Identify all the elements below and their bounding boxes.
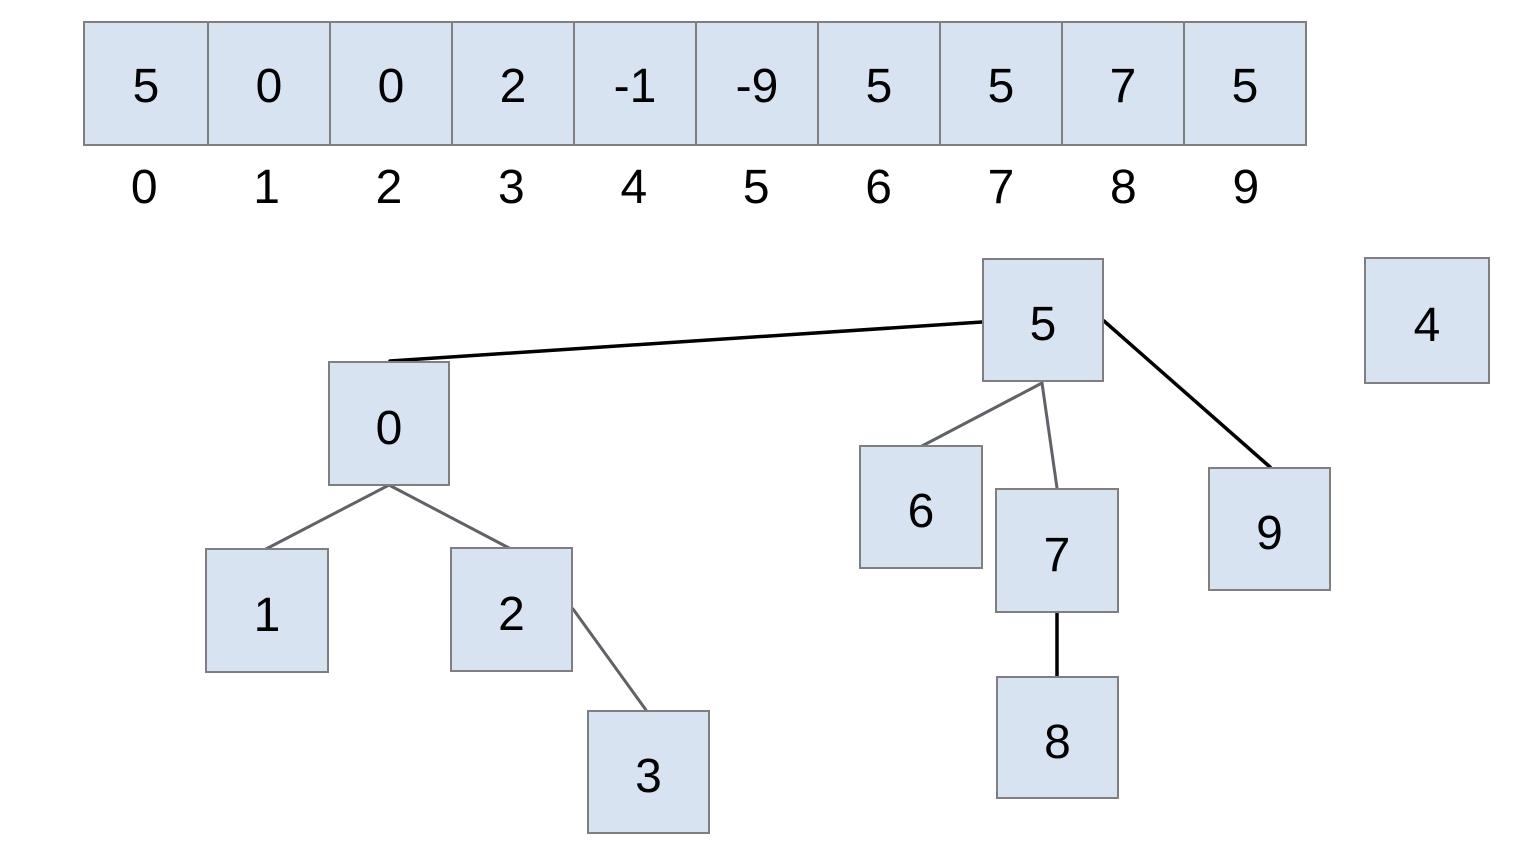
array-cell-1: 0 <box>207 23 329 144</box>
tree-node-7: 7 <box>995 488 1119 613</box>
tree-node-label: 8 <box>1044 715 1071 769</box>
array-index-label-1: 1 <box>253 161 280 214</box>
tree-edge-5-0 <box>388 320 984 363</box>
tree-node-4: 4 <box>1364 257 1490 384</box>
tree-node-6: 6 <box>859 445 983 569</box>
tree-edge-5-6 <box>920 381 1044 448</box>
tree-node-8: 8 <box>996 676 1119 799</box>
tree-edge-0-1 <box>264 483 391 551</box>
tree-node-0: 0 <box>328 361 450 486</box>
array-index-label-3: 3 <box>498 161 525 214</box>
tree-node-label: 1 <box>253 588 281 642</box>
tree-node-label: 2 <box>498 587 525 641</box>
tree-node-1: 1 <box>205 548 329 673</box>
array-index-label-2: 2 <box>375 161 403 214</box>
array-cell-value: 2 <box>499 59 527 113</box>
tree-edge-0-2 <box>387 483 511 550</box>
tree-node-label: 7 <box>1043 528 1071 582</box>
array-cell-value: 7 <box>1109 59 1137 113</box>
array-cell-value: 5 <box>132 59 160 113</box>
array-index-label-7: 7 <box>987 161 1015 214</box>
array-index-label-9: 9 <box>1232 161 1260 214</box>
tree-node-5: 5 <box>982 258 1104 382</box>
array-cell-8: 7 <box>1061 23 1183 144</box>
tree-node-label: 5 <box>1029 298 1057 351</box>
array-cell-3: 2 <box>451 23 573 144</box>
tree-node-label: 3 <box>635 750 662 803</box>
array-cell-4: -1 <box>573 23 695 144</box>
array-index-row: 0 1 2 3 4 5 6 7 8 9 <box>83 161 1307 215</box>
array-cell-5: -9 <box>695 23 817 144</box>
array-cell-value: -9 <box>735 59 779 113</box>
tree-edge-5-9 <box>1102 319 1272 469</box>
array-cell-7: 5 <box>939 23 1061 144</box>
array-index-label-4: 4 <box>620 161 648 214</box>
array-cell-6: 5 <box>817 23 939 144</box>
tree-node-label: 6 <box>907 485 935 538</box>
array-cell-value: 5 <box>1231 59 1259 113</box>
parent-array: 5 0 0 2 -1 -9 5 5 7 5 <box>83 21 1307 146</box>
tree-node-label: 9 <box>1256 507 1283 560</box>
array-cell-value: -1 <box>613 59 657 113</box>
array-cell-value: 5 <box>865 59 893 113</box>
array-cell-value: 0 <box>255 59 283 113</box>
tree-node-label: 4 <box>1413 298 1441 352</box>
tree-node-2: 2 <box>450 547 573 672</box>
array-cell-value: 5 <box>987 59 1015 113</box>
array-cell-2: 0 <box>329 23 451 144</box>
tree-node-label: 0 <box>375 401 403 455</box>
array-index-label-6: 6 <box>865 161 892 214</box>
tree-node-9: 9 <box>1208 467 1331 591</box>
array-index-label-5: 5 <box>742 161 770 214</box>
tree-edge-2-3 <box>571 607 648 712</box>
array-index-label-8: 8 <box>1110 161 1137 214</box>
tree-edge-5-7 <box>1040 381 1059 490</box>
array-cell-9: 5 <box>1183 23 1305 144</box>
array-cell-0: 5 <box>85 23 207 144</box>
tree-node-3: 3 <box>587 710 710 834</box>
array-index-label-0: 0 <box>130 161 158 214</box>
array-cell-value: 0 <box>377 59 405 113</box>
